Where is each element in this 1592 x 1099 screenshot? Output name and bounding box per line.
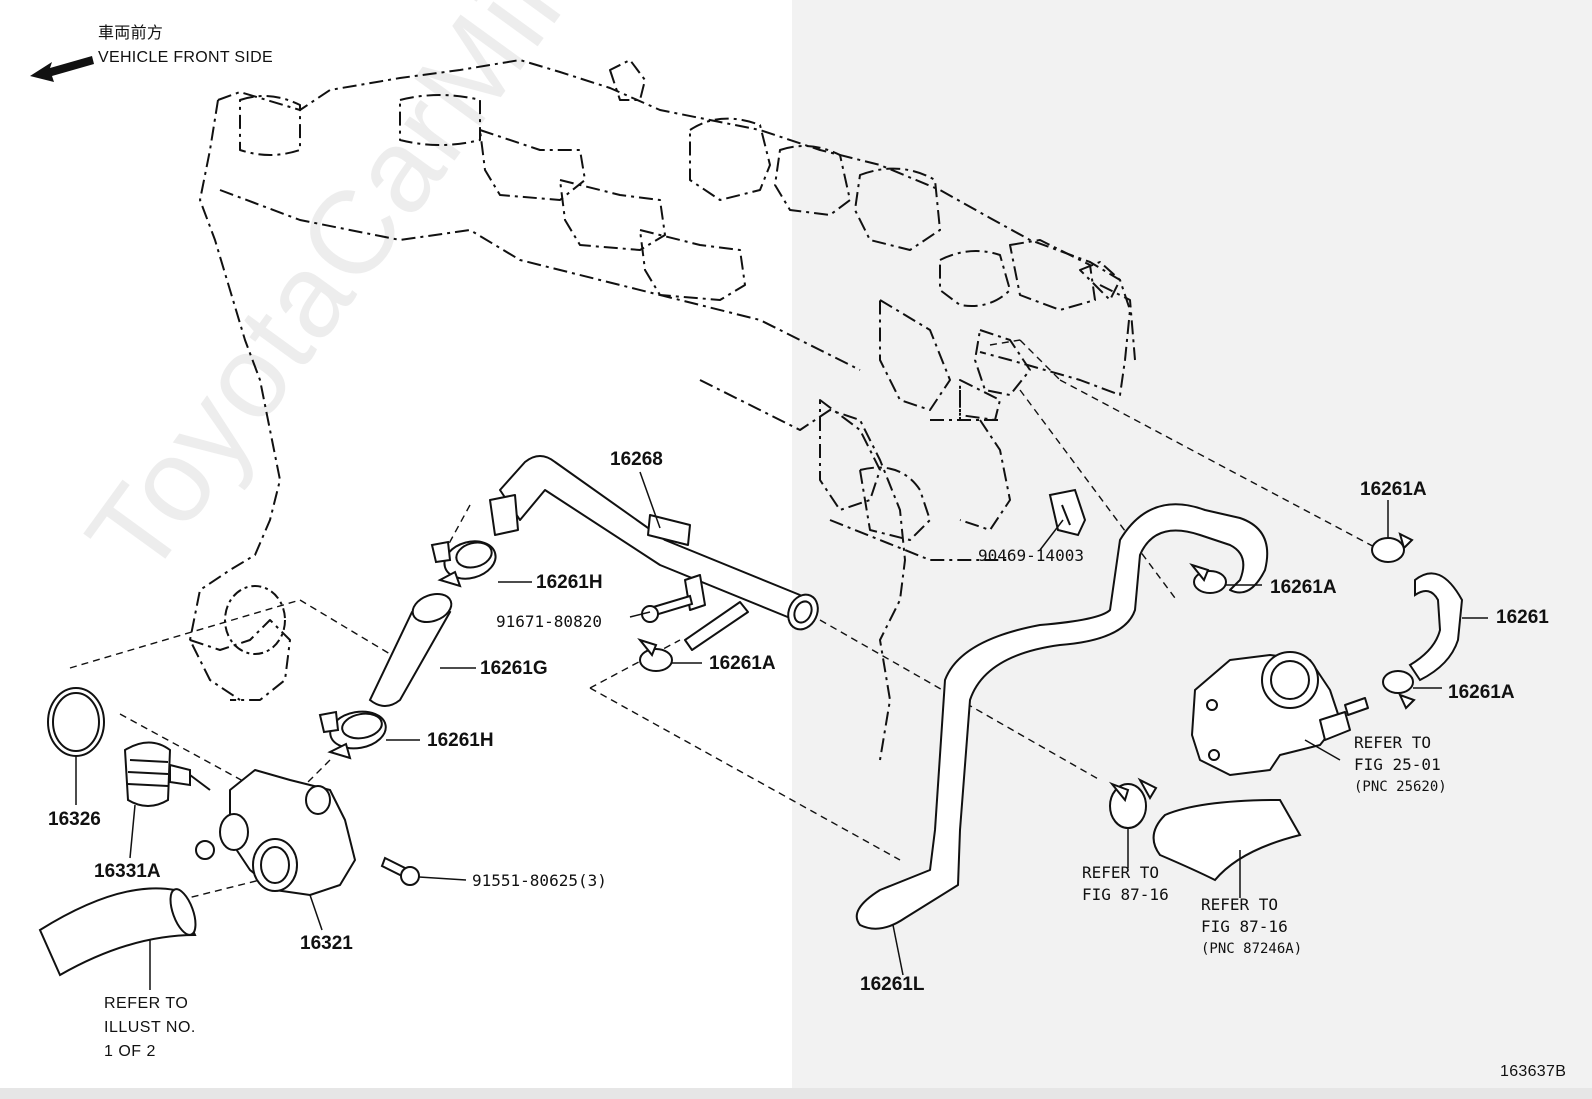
hose-16261 [1408, 572, 1464, 682]
shaded-panel [792, 0, 1592, 1099]
illustration-code: 163637B [1500, 1063, 1567, 1080]
ref-fig-25-01-line3: (PNC 25620) [1354, 779, 1447, 795]
orientation-en: VEHICLE FRONT SIDE [98, 49, 273, 66]
ref-fig-87-16-b-line2: FIG 87-16 [1201, 917, 1288, 936]
pipe-16268 [489, 455, 819, 651]
heater-hose [1152, 798, 1302, 882]
label-91551-80625[interactable]: 91551-80625(3) [472, 871, 607, 890]
clamp-16261A-mid [637, 638, 673, 672]
ref-fig-87-16-b-line3: (PNC 87246A) [1201, 941, 1303, 957]
label-90469-14003[interactable]: 90469-14003 [978, 546, 1084, 565]
label-91671-80820[interactable]: 91671-80820 [496, 612, 602, 631]
ref-fig-25-01-line2: FIG 25-01 [1354, 755, 1441, 774]
ref-illust-line2: ILLUST NO. [104, 1019, 196, 1036]
hose-left-lower [38, 887, 197, 977]
ref-fig-25-01[interactable]: REFER TO FIG 25-01 (PNC 25620) [1354, 732, 1447, 798]
label-16321[interactable]: 16321 [300, 933, 353, 954]
ref-illust-line3: 1 OF 2 [104, 1043, 156, 1060]
ref-illust-line1: REFER TO [104, 995, 189, 1012]
label-16261H-upper[interactable]: 16261H [536, 572, 603, 593]
ref-fig-87-16-a-line1: REFER TO [1082, 863, 1160, 882]
ref-fig-87-16-b-line1: REFER TO [1201, 895, 1279, 914]
ref-fig-87-16-b[interactable]: REFER TO FIG 87-16 (PNC 87246A) [1201, 894, 1302, 960]
clamp-16261H-lower [318, 710, 387, 760]
heater-clamp [1108, 777, 1158, 829]
engine-outline [189, 59, 1136, 761]
label-16261[interactable]: 16261 [1496, 607, 1549, 628]
gasket-16326 [47, 687, 105, 757]
housing-16321 [195, 769, 356, 896]
bolt-91551 [380, 856, 420, 886]
hose-16261G [368, 592, 453, 707]
clamp-16261A-2 [1189, 563, 1227, 594]
orientation-jp: 車両前方 [98, 25, 164, 42]
label-16261A-mid[interactable]: 16261A [709, 653, 776, 674]
label-16261A-clamp2[interactable]: 16261A [1270, 577, 1337, 598]
label-16268[interactable]: 16268 [610, 449, 663, 470]
front-arrow-icon [30, 56, 94, 82]
clip-90469 [1048, 488, 1087, 537]
bottom-band [0, 1088, 1592, 1099]
throttle-body [1191, 651, 1369, 776]
leader-lines [75, 471, 1488, 990]
thermostat-16331A [123, 741, 211, 807]
ref-illust[interactable]: REFER TO ILLUST NO. 1 OF 2 [104, 992, 196, 1064]
clamp-16261H-upper [430, 540, 497, 588]
label-16261A-top[interactable]: 16261A [1360, 479, 1427, 500]
ref-fig-87-16-a[interactable]: REFER TO FIG 87-16 [1082, 862, 1169, 906]
label-16261G[interactable]: 16261G [480, 658, 548, 679]
ref-fig-25-01-line1: REFER TO [1354, 733, 1432, 752]
label-16326[interactable]: 16326 [48, 809, 101, 830]
label-16331A[interactable]: 16331A [94, 861, 161, 882]
label-16261A-low[interactable]: 16261A [1448, 682, 1515, 703]
engine-flange [224, 585, 286, 655]
clamp-16261A-low [1382, 670, 1416, 710]
clamp-16261A-top [1371, 532, 1414, 563]
bolt-91671 [641, 594, 694, 623]
ref-fig-87-16-a-line2: FIG 87-16 [1082, 885, 1169, 904]
label-16261H-lower[interactable]: 16261H [427, 730, 494, 751]
label-16261L[interactable]: 16261L [860, 974, 925, 995]
